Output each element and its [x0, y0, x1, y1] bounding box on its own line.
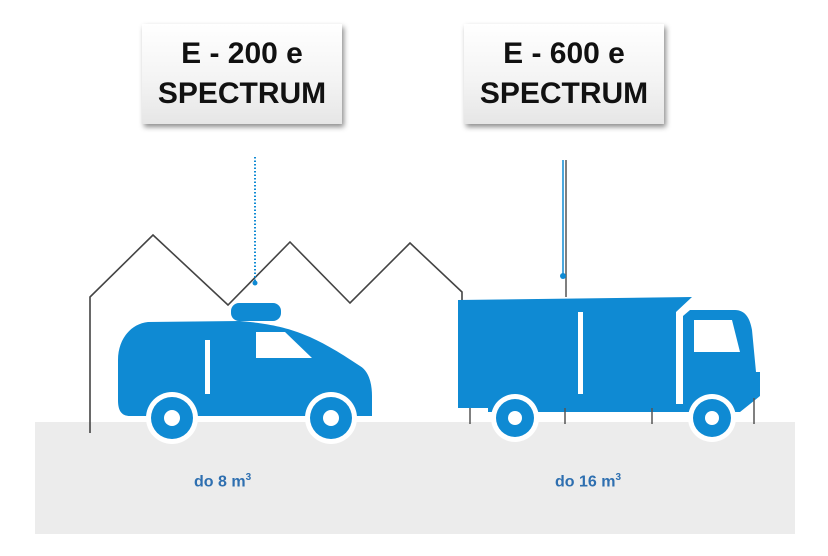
capacity-exponent: 3 [245, 472, 252, 483]
capacity-label-e200: do 8 m3 [194, 472, 251, 491]
capacity-exponent: 3 [615, 472, 622, 483]
product-name-line1: E - 200 e [181, 37, 303, 70]
capacity-text: do 16 m [555, 473, 616, 491]
product-label-e600: E - 600 e SPECTRUM [464, 24, 664, 124]
mast-2-icon [560, 160, 567, 297]
building-outline [89, 233, 463, 433]
capacity-label-e600: do 16 m3 [555, 472, 621, 491]
support-legs [469, 398, 755, 424]
truck-icon [458, 297, 760, 442]
capacity-text: do 8 m [194, 473, 246, 491]
product-name-line2: SPECTRUM [157, 77, 327, 110]
van-icon [118, 303, 372, 444]
mast-1-icon [252, 157, 258, 286]
product-name-line2: SPECTRUM [479, 77, 649, 110]
product-name-line1: E - 600 e [503, 37, 625, 70]
ground [35, 422, 795, 534]
product-label-e200: E - 200 e SPECTRUM [142, 24, 342, 124]
